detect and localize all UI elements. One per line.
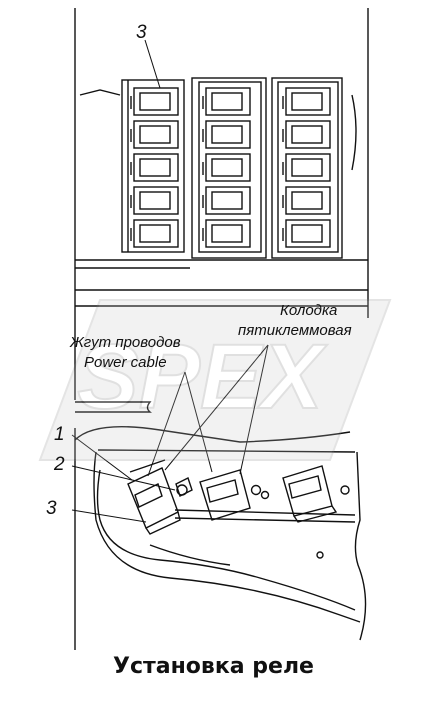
harness-label-ru: Жгут проводов xyxy=(70,334,181,351)
relay xyxy=(202,153,251,182)
relay xyxy=(282,186,331,215)
relay xyxy=(130,219,179,248)
installed-relay-middle xyxy=(199,469,262,521)
watermark: SPEX xyxy=(38,299,392,461)
relay xyxy=(130,87,179,116)
relay-column-middle xyxy=(191,77,267,259)
terminal-block-label-1: Колодка xyxy=(280,302,338,319)
relay xyxy=(130,186,179,215)
installed-relay-right xyxy=(282,465,338,523)
watermark-text: SPEX xyxy=(77,326,327,428)
relay-grid xyxy=(130,87,331,248)
relay xyxy=(282,219,331,248)
figure-caption: Установка реле xyxy=(113,654,314,679)
relay xyxy=(282,87,331,116)
callout-relay-1: 1 xyxy=(54,424,65,445)
relay-column-right xyxy=(271,77,343,259)
callout-relay-3: 3 xyxy=(46,498,57,519)
callout-relay-top: 3 xyxy=(136,22,147,43)
harness-label-en: Power cable xyxy=(84,354,167,371)
relay xyxy=(282,153,331,182)
leader-lines xyxy=(71,39,269,523)
terminal-block-label-2: пятиклеммовая xyxy=(238,322,352,339)
relay xyxy=(202,219,251,248)
relay xyxy=(130,153,179,182)
relay xyxy=(202,120,251,149)
relay xyxy=(282,120,331,149)
relay xyxy=(130,120,179,149)
relay-column-left xyxy=(121,79,185,253)
bracket-drawing xyxy=(71,39,367,650)
relay-panel xyxy=(74,8,369,318)
relay xyxy=(202,87,251,116)
relay xyxy=(202,186,251,215)
callout-relay-2: 2 xyxy=(54,454,65,475)
relay-connector-2 xyxy=(175,477,193,497)
installed-relay-1 xyxy=(127,459,181,535)
